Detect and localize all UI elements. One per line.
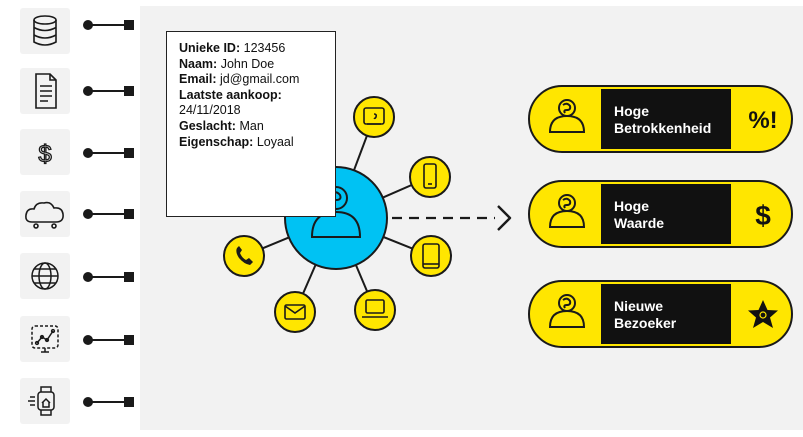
tablet-portrait-icon [422,243,440,269]
source-globe-tile [20,253,70,299]
dollar-badge: $ [755,200,771,231]
laptop-icon [362,299,388,318]
profile-row: Naam: John Doe [179,56,275,71]
source-connector [83,20,134,30]
person-icon [548,294,586,328]
analytics-screen-icon [31,325,59,353]
segmentation-arrow [392,205,512,231]
profile-row: Email: jd@gmail.com [179,72,300,87]
touchpoint-laptop [354,289,396,331]
profile-row: Eigenschap: Loyaal [179,134,294,149]
document-icon [35,73,57,109]
touchpoint-tablet [353,96,395,138]
source-database-tile [20,8,70,54]
source-dollar-tile: $ [20,129,70,175]
segment-pill [528,180,793,248]
source-connector [83,209,134,219]
source-cloud-tile [20,191,70,237]
profile-row: 24/11/2018 [179,103,241,118]
person-icon [548,194,586,228]
globe-icon [31,262,59,290]
cloud-icon [25,201,64,229]
profile-row: Geslacht: Man [179,118,264,133]
smartphone-icon [423,163,437,189]
touchpoint-phone [223,235,265,277]
email-icon [284,304,306,320]
touchpoint-email [274,291,316,333]
customer-profile-card: Unieke ID: 123456 Naam: John Doe Email: … [166,31,336,217]
segment-pill [528,85,793,153]
svg-text:$: $ [38,141,51,168]
percent-exclaim-badge: %! [748,107,777,134]
touchpoint-tablet-portrait [410,235,452,277]
source-connector [83,86,134,96]
smart-watch-home-icon [28,386,55,416]
source-connector [83,335,134,345]
profile-row: Laatste aankoop: [179,87,282,102]
database-icon [33,15,57,46]
person-icon [548,99,586,133]
star-icon [748,300,778,328]
segment-pill [528,280,793,348]
source-analytics-tile [20,316,70,362]
source-connector [83,397,134,407]
source-connector [83,148,134,158]
touchpoint-smartphone [409,156,451,198]
tablet-icon [363,107,385,125]
source-document-tile [20,68,70,114]
dollar-icon: $ [38,140,53,168]
phone-icon [236,246,253,265]
profile-row: Unieke ID: 123456 [179,41,286,55]
source-smartwatch-tile [20,378,70,424]
source-connector [83,272,134,282]
